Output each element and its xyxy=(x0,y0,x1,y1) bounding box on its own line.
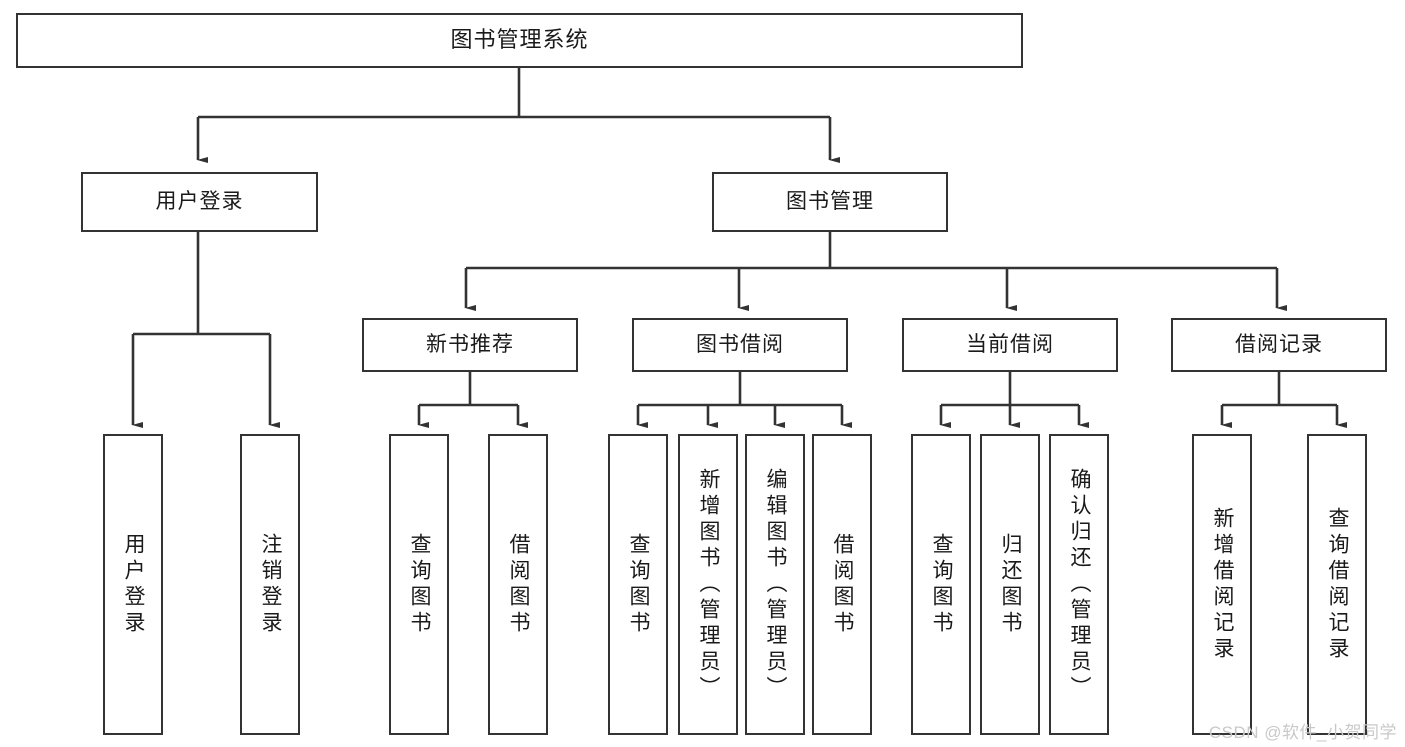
node-current-borrow[interactable]: 当前借阅 xyxy=(902,318,1118,372)
node-label: 图书管理系统 xyxy=(450,27,589,53)
leaf-borrow-add-book-admin[interactable]: 新增图书（管理员） xyxy=(678,434,738,735)
leaf-user-login[interactable]: 用户登录 xyxy=(103,434,163,735)
node-label: 用户登录 xyxy=(155,190,244,214)
node-label: 图书借阅 xyxy=(696,333,784,357)
leaf-current-return-book[interactable]: 归还图书 xyxy=(980,434,1040,735)
node-borrow-record[interactable]: 借阅记录 xyxy=(1171,318,1387,372)
csdn-watermark: CSDN @软件_小贺同学 xyxy=(1208,723,1397,742)
node-label: 新增图书（管理员） xyxy=(697,467,721,702)
node-label: 借阅图书 xyxy=(831,532,855,637)
leaf-current-confirm-return-admin[interactable]: 确认归还（管理员） xyxy=(1049,434,1109,735)
node-label: 查询借阅记录 xyxy=(1326,506,1350,663)
node-label: 查询图书 xyxy=(930,532,954,637)
node-label: 图书管理 xyxy=(786,190,874,214)
node-label: 用户登录 xyxy=(122,532,146,637)
leaf-borrow-query-book[interactable]: 查询图书 xyxy=(608,434,668,735)
node-book-borrow[interactable]: 图书借阅 xyxy=(632,318,848,372)
node-label: 确认归还（管理员） xyxy=(1068,467,1092,702)
leaf-borrow-borrow-book[interactable]: 借阅图书 xyxy=(812,434,872,735)
leaf-current-query-book[interactable]: 查询图书 xyxy=(911,434,971,735)
node-label: 查询图书 xyxy=(408,532,432,637)
leaf-logout[interactable]: 注销登录 xyxy=(240,434,300,735)
node-label: 新增借阅记录 xyxy=(1211,506,1235,663)
node-label: 编辑图书（管理员） xyxy=(764,467,788,702)
node-root-system[interactable]: 图书管理系统 xyxy=(16,13,1023,68)
node-label: 查询图书 xyxy=(627,532,651,637)
node-label: 归还图书 xyxy=(999,532,1023,637)
leaf-borrow-edit-book-admin[interactable]: 编辑图书（管理员） xyxy=(745,434,805,735)
node-user-login[interactable]: 用户登录 xyxy=(81,172,318,232)
node-label: 注销登录 xyxy=(259,532,283,637)
node-label: 借阅记录 xyxy=(1235,333,1323,357)
node-label: 新书推荐 xyxy=(426,333,514,357)
leaf-newbook-borrow-book[interactable]: 借阅图书 xyxy=(488,434,548,735)
node-label: 借阅图书 xyxy=(507,532,531,637)
node-new-book-recommend[interactable]: 新书推荐 xyxy=(362,318,578,372)
leaf-newbook-query-book[interactable]: 查询图书 xyxy=(389,434,449,735)
leaf-record-add-borrow-record[interactable]: 新增借阅记录 xyxy=(1192,434,1252,735)
leaf-record-query-borrow-record[interactable]: 查询借阅记录 xyxy=(1307,434,1367,735)
node-label: 当前借阅 xyxy=(966,333,1054,357)
node-book-management[interactable]: 图书管理 xyxy=(712,172,948,232)
